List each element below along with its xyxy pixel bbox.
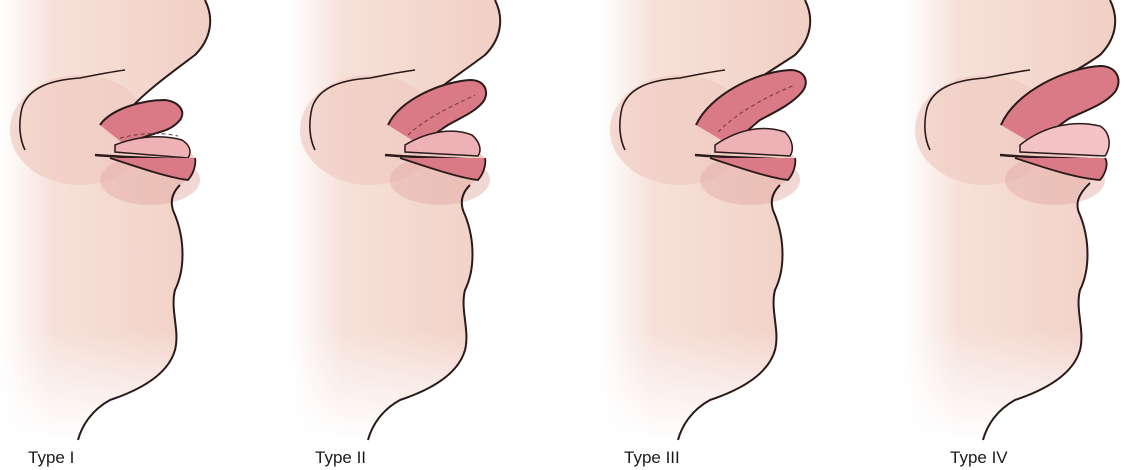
panel-type-1: Type I xyxy=(0,0,260,470)
panel-label: Type I xyxy=(28,448,74,468)
panel-type-3: Type III xyxy=(600,0,860,470)
face-profile-illustration xyxy=(0,0,230,440)
face-profile-illustration xyxy=(905,0,1125,440)
panel-label: Type IV xyxy=(950,448,1008,468)
panel-label: Type II xyxy=(315,448,366,468)
panel-type-4: Type IV xyxy=(905,0,1125,470)
face-profile-illustration xyxy=(290,0,520,440)
panel-label: Type III xyxy=(624,448,680,468)
panel-type-2: Type II xyxy=(290,0,550,470)
face-profile-illustration xyxy=(600,0,830,440)
